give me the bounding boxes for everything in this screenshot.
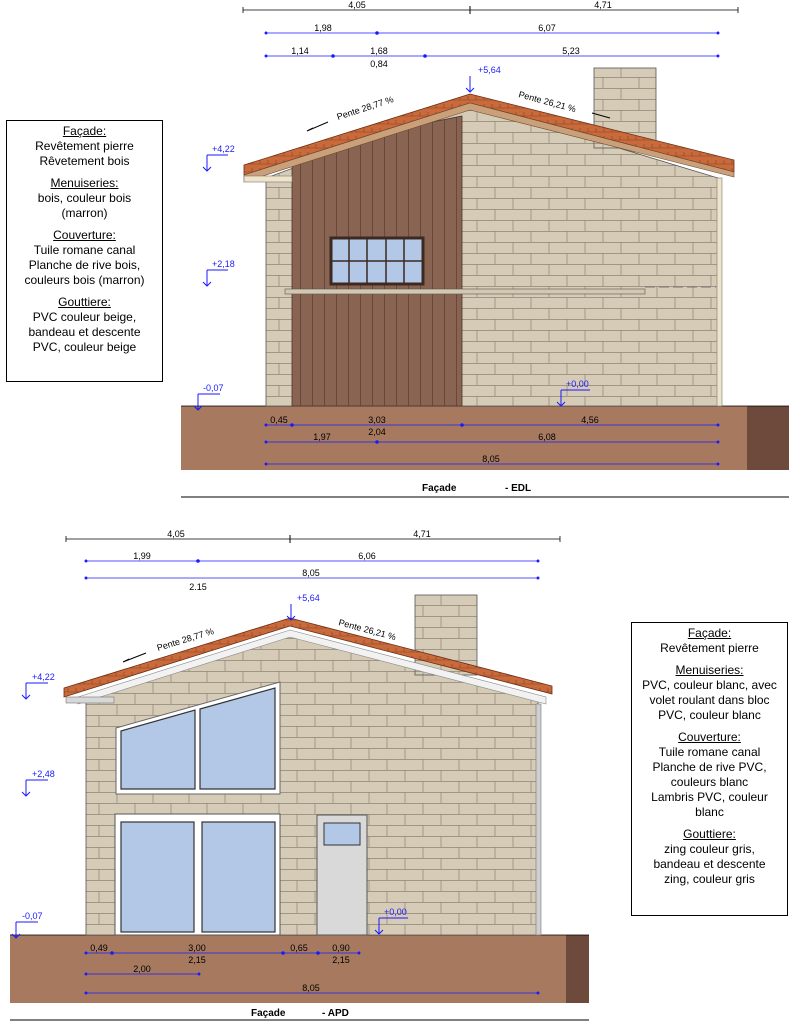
apd-legend-line: PVC, couleur blanc — [658, 708, 761, 722]
edl-downpipe — [716, 177, 723, 407]
edl-dim-5-23: 5,23 — [562, 46, 580, 56]
edl-ground — [181, 406, 747, 470]
edl-legend-line: Tuile romane canal — [33, 243, 136, 257]
edl-dim-8-05: 8,05 — [482, 454, 500, 464]
apd-level-ground: -0,07 — [22, 911, 43, 921]
apd-legend-line: Revêtement pierre — [660, 641, 759, 655]
edl-top-dimensions: 4,05 4,71 1,98 6,07 1,14 1,68 5,23 0,84 — [242, 0, 739, 69]
edl-slope-left: Pente 28,77 % — [336, 94, 395, 122]
edl-level-mid: +2,18 — [212, 259, 235, 269]
edl-legend-line: PVC, couleur beige — [32, 340, 137, 354]
edl-legend-line: PVC couleur beige, — [32, 310, 137, 324]
apd-legend-line: Lambris PVC, couleur — [651, 790, 768, 804]
apd-dim-0-65: 0,65 — [290, 943, 308, 953]
edl-dim-top-4-05: 4,05 — [348, 0, 366, 10]
apd-legend-heading-couverture: Couverture: — [678, 730, 741, 744]
apd-ground-dark — [566, 935, 589, 1003]
edl-legend-line: couleurs bois (marron) — [24, 273, 145, 287]
apd-dim-1-99: 1,99 — [133, 551, 151, 561]
apd-door — [316, 814, 368, 936]
edl-legend-line: bois, couleur bois — [37, 191, 132, 205]
apd-dim-8-05-top: 8,05 — [302, 568, 320, 578]
edl-legend-heading-menuiseries: Menuiseries: — [50, 176, 119, 190]
apd-dim-0-49: 0,49 — [90, 943, 108, 953]
edl-level-ridge: +5,64 — [478, 65, 501, 75]
apd-bottom-dimensions: 0,49 3,00 0,65 0,90 2,15 2,15 2,00 8,05 — [84, 943, 540, 995]
apd-downpipe — [535, 703, 542, 936]
apd-dim-2-00: 2,00 — [133, 964, 151, 974]
apd-dim-2-15-a: 2,15 — [188, 955, 206, 965]
apd-legend-line: zing couleur gris, — [664, 842, 755, 856]
edl-level-eave: +4,22 — [212, 144, 235, 154]
edl-dim-4-56: 4,56 — [581, 415, 599, 425]
edl-legend-box: Façade: Revêtement pierre Rêvetement boi… — [6, 120, 163, 382]
facade-apd: 4,05 4,71 1,99 6,06 8,05 2.15 — [10, 529, 589, 1021]
apd-level-eave: +4,22 — [32, 672, 55, 682]
edl-dim-1-68: 1,68 — [370, 46, 388, 56]
apd-legend-line: PVC, couleur blanc, avec — [642, 678, 777, 692]
apd-roof — [63, 617, 553, 698]
apd-caption-suffix: - APD — [322, 1008, 349, 1019]
apd-legend-line: blanc — [695, 805, 724, 819]
edl-dim-2-04: 2,04 — [368, 427, 386, 437]
edl-dim-top-4-71: 4,71 — [594, 0, 612, 10]
apd-dim-6-06: 6,06 — [358, 551, 376, 561]
edl-dim-3-03: 3,03 — [368, 415, 386, 425]
edl-legend-line: Revêtement pierre — [35, 139, 134, 153]
edl-bottom-dimensions: 0,45 3,03 4,56 2,04 1,97 6,08 8,05 — [264, 415, 720, 466]
apd-level-mid: +2,48 — [32, 769, 55, 779]
edl-levels: +5,64 +4,22 +2,18 -0,07 +0,00 — [193, 65, 590, 411]
apd-caption-title: Façade — [251, 1008, 286, 1019]
apd-dim-2-15-b: 2,15 — [332, 955, 350, 965]
apd-dim-0-90: 0,90 — [332, 943, 350, 953]
apd-levels: +5,64 +4,22 +2,48 -0,07 +0,00 — [11, 593, 408, 939]
apd-gutter-left — [65, 696, 115, 704]
apd-dim-top-4-71: 4,71 — [413, 529, 431, 539]
apd-legend-box: Façade: Revêtement pierre Menuiseries: P… — [631, 622, 788, 916]
apd-legend-heading-gouttiere: Gouttiere: — [683, 827, 736, 841]
edl-dim-1-98: 1,98 — [314, 23, 332, 33]
edl-caption-suffix: - EDL — [505, 483, 531, 494]
edl-legend-line: Planche de rive bois, — [28, 258, 141, 272]
apd-top-dimensions: 4,05 4,71 1,99 6,06 8,05 2.15 — [65, 529, 561, 592]
facade-edl: 4,05 4,71 1,98 6,07 1,14 1,68 5,23 0,84 — [181, 0, 789, 498]
apd-dim-top-4-05: 4,05 — [167, 529, 185, 539]
edl-window — [329, 236, 425, 286]
edl-dim-6-08: 6,08 — [538, 432, 556, 442]
apd-soffit — [77, 629, 547, 705]
apd-dim-8-05: 8,05 — [302, 983, 320, 993]
edl-dim-0-84: 0,84 — [370, 59, 388, 69]
apd-legend-line: couleurs blanc — [670, 775, 749, 789]
edl-legend-line: bandeau et descente — [28, 325, 141, 339]
apd-legend-heading-menuiseries: Menuiseries: — [675, 663, 744, 677]
edl-legend-line: Rêvetement bois — [39, 154, 130, 168]
edl-beam — [284, 288, 646, 295]
edl-gutter-left — [243, 175, 293, 183]
edl-legend-heading-gouttiere: Gouttiere: — [58, 295, 111, 309]
apd-legend-line: bandeau et descente — [653, 857, 766, 871]
edl-dim-6-07: 6,07 — [538, 23, 556, 33]
apd-legend-line: volet roulant dans bloc — [649, 693, 770, 707]
apd-french-window — [114, 813, 281, 936]
apd-legend-line: Tuile romane canal — [658, 745, 761, 759]
apd-dim-3-00: 3,00 — [188, 943, 206, 953]
apd-level-ridge: +5,64 — [297, 593, 320, 603]
apd-dim-2-15-top: 2.15 — [189, 582, 207, 592]
apd-legend-heading-facade: Façade: — [687, 626, 732, 640]
apd-gable-glazing — [115, 681, 281, 795]
edl-caption-title: Façade — [422, 483, 457, 494]
edl-dim-0-45: 0,45 — [270, 415, 288, 425]
edl-legend-line: (marron) — [61, 206, 108, 220]
edl-level-ground: -0,07 — [203, 383, 224, 393]
edl-legend-heading-facade: Façade: — [62, 124, 107, 138]
apd-legend-line: zing, couleur gris — [664, 872, 755, 886]
edl-ground-dark — [747, 406, 789, 470]
apd-legend-line: Planche de rive PVC, — [652, 760, 767, 774]
edl-dim-1-14: 1,14 — [291, 46, 309, 56]
edl-level-floor: +0,00 — [566, 379, 589, 389]
edl-dim-1-97: 1,97 — [313, 432, 331, 442]
apd-level-floor: +0,00 — [384, 907, 407, 917]
edl-legend-heading-couverture: Couverture: — [53, 228, 116, 242]
